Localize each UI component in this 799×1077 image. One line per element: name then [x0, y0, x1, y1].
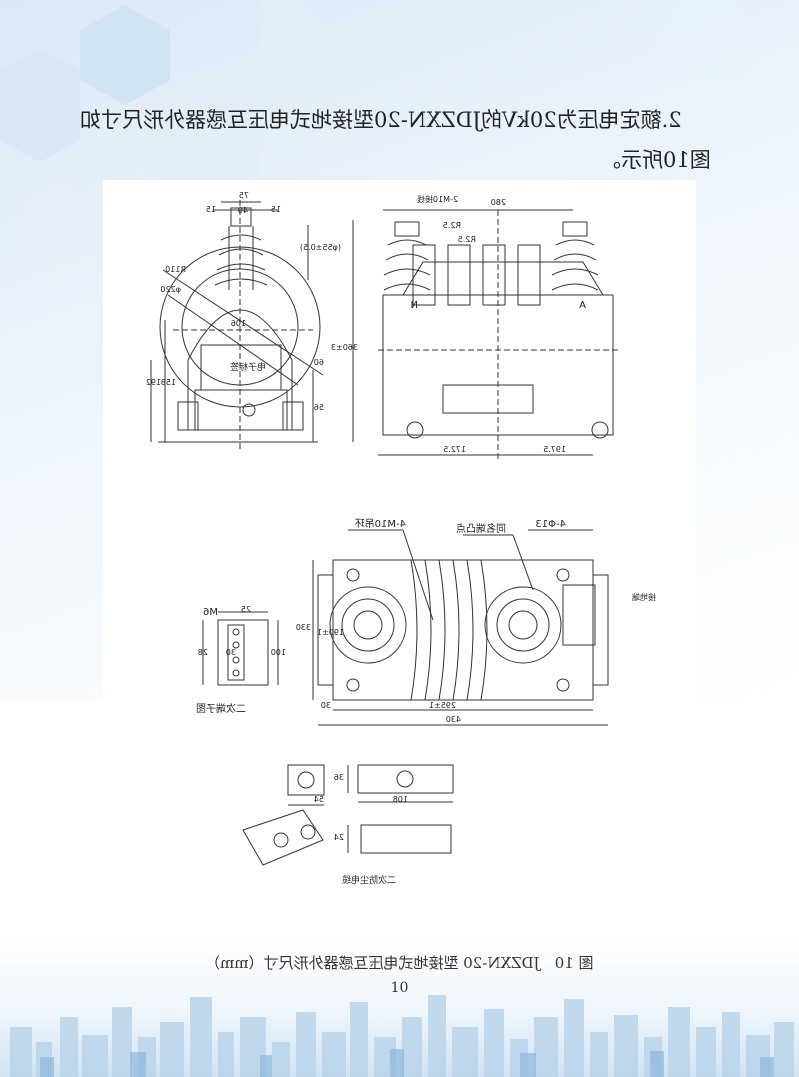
secondary-terminal-view	[202, 611, 279, 686]
connector-dim-108: 108	[393, 795, 408, 804]
dimension-drawing-panel: 75 40 15 15 R110 φ220 106 192 158 60 56 …	[103, 180, 696, 898]
top-dim-430: 430	[446, 715, 461, 724]
side-dim-15a: 15	[206, 205, 216, 214]
side-dim-15b: 15	[271, 205, 281, 214]
side-dim-192: 192	[146, 378, 161, 387]
decorative-hexagons	[0, 0, 770, 282]
side-dim-56: 56	[314, 403, 324, 412]
front-view	[352, 209, 618, 460]
connector-dim-36: 36	[334, 773, 344, 782]
top-dim-30: 30	[321, 701, 331, 710]
front-label-r25b: R2.5	[458, 235, 476, 244]
connector-dim-24: 24	[334, 833, 344, 842]
heading-line-1: 2.额定电压为20kV的JDZXN-20型接地式电压互感器外形尺寸如	[80, 108, 682, 132]
section-heading-continued: 图10所示。	[600, 140, 711, 180]
terminal-dim-28: 28	[198, 648, 208, 657]
side-dim-40: 40	[238, 206, 248, 215]
front-dim-1725: 172.5	[443, 445, 466, 454]
figure-caption: 图 10 JDZXN-20 型接地式电压互感器外形尺寸（mm）	[0, 952, 799, 973]
front-label-m10: 2-M10接线	[417, 194, 458, 204]
city-skyline-decoration	[10, 995, 794, 1077]
terminal-n: N	[411, 300, 418, 311]
side-diameter-220: φ220	[160, 285, 181, 294]
front-label-r25a: R2.5	[443, 221, 461, 230]
top-label-ground: 接地端	[632, 592, 656, 602]
page-number: 10	[0, 980, 799, 996]
side-dim-106: 106	[231, 319, 246, 328]
side-dim-158: 158	[161, 378, 176, 387]
dimension-drawing: 75 40 15 15 R110 φ220 106 192 158 60 56 …	[146, 191, 656, 886]
front-dim-280: 280	[491, 198, 506, 207]
front-dim-1975: 197.5	[543, 445, 566, 454]
top-label-lifting: 4-M10吊环	[355, 518, 406, 530]
terminal-view-caption: 二次端子图	[196, 702, 246, 715]
section-heading: 2.额定电压为20kV的JDZXN-20型接地式电压互感器外形尺寸如	[80, 100, 705, 140]
figure-caption-text: 图 10 JDZXN-20 型接地式电压互感器外形尺寸（mm）	[205, 954, 594, 972]
top-dim-330: 330	[296, 623, 311, 632]
page-number-text: 10	[390, 980, 409, 996]
side-top-right-label: (φ55±0.5)	[300, 243, 341, 252]
connector-dim-54: 54	[314, 795, 324, 804]
nameplate-label: 电子标签	[230, 361, 266, 373]
terminal-dim-30: 30	[226, 648, 236, 657]
side-dim-75: 75	[239, 191, 249, 200]
top-dim-295: 295±1	[429, 701, 456, 710]
connector-view-caption: 二次防尘电缆	[342, 874, 396, 886]
terminal-m6-label: M6	[203, 607, 218, 618]
top-dim-190: 190±1	[317, 628, 344, 637]
terminal-dim-100: 100	[271, 648, 286, 657]
front-dim-height: 360±3	[331, 343, 358, 352]
secondary-connector-view	[242, 764, 454, 866]
side-view	[150, 200, 324, 450]
top-label-polarity: 同名端凸点	[456, 522, 506, 535]
side-dim-60: 60	[314, 358, 324, 367]
top-view	[312, 529, 609, 726]
heading-line-2: 图10所示。	[600, 148, 711, 172]
terminal-dim-25: 25	[241, 605, 251, 614]
side-radius-r110: R110	[165, 265, 186, 274]
terminal-a: A	[579, 300, 586, 311]
top-label-holes: 4-Φ13	[535, 519, 566, 530]
